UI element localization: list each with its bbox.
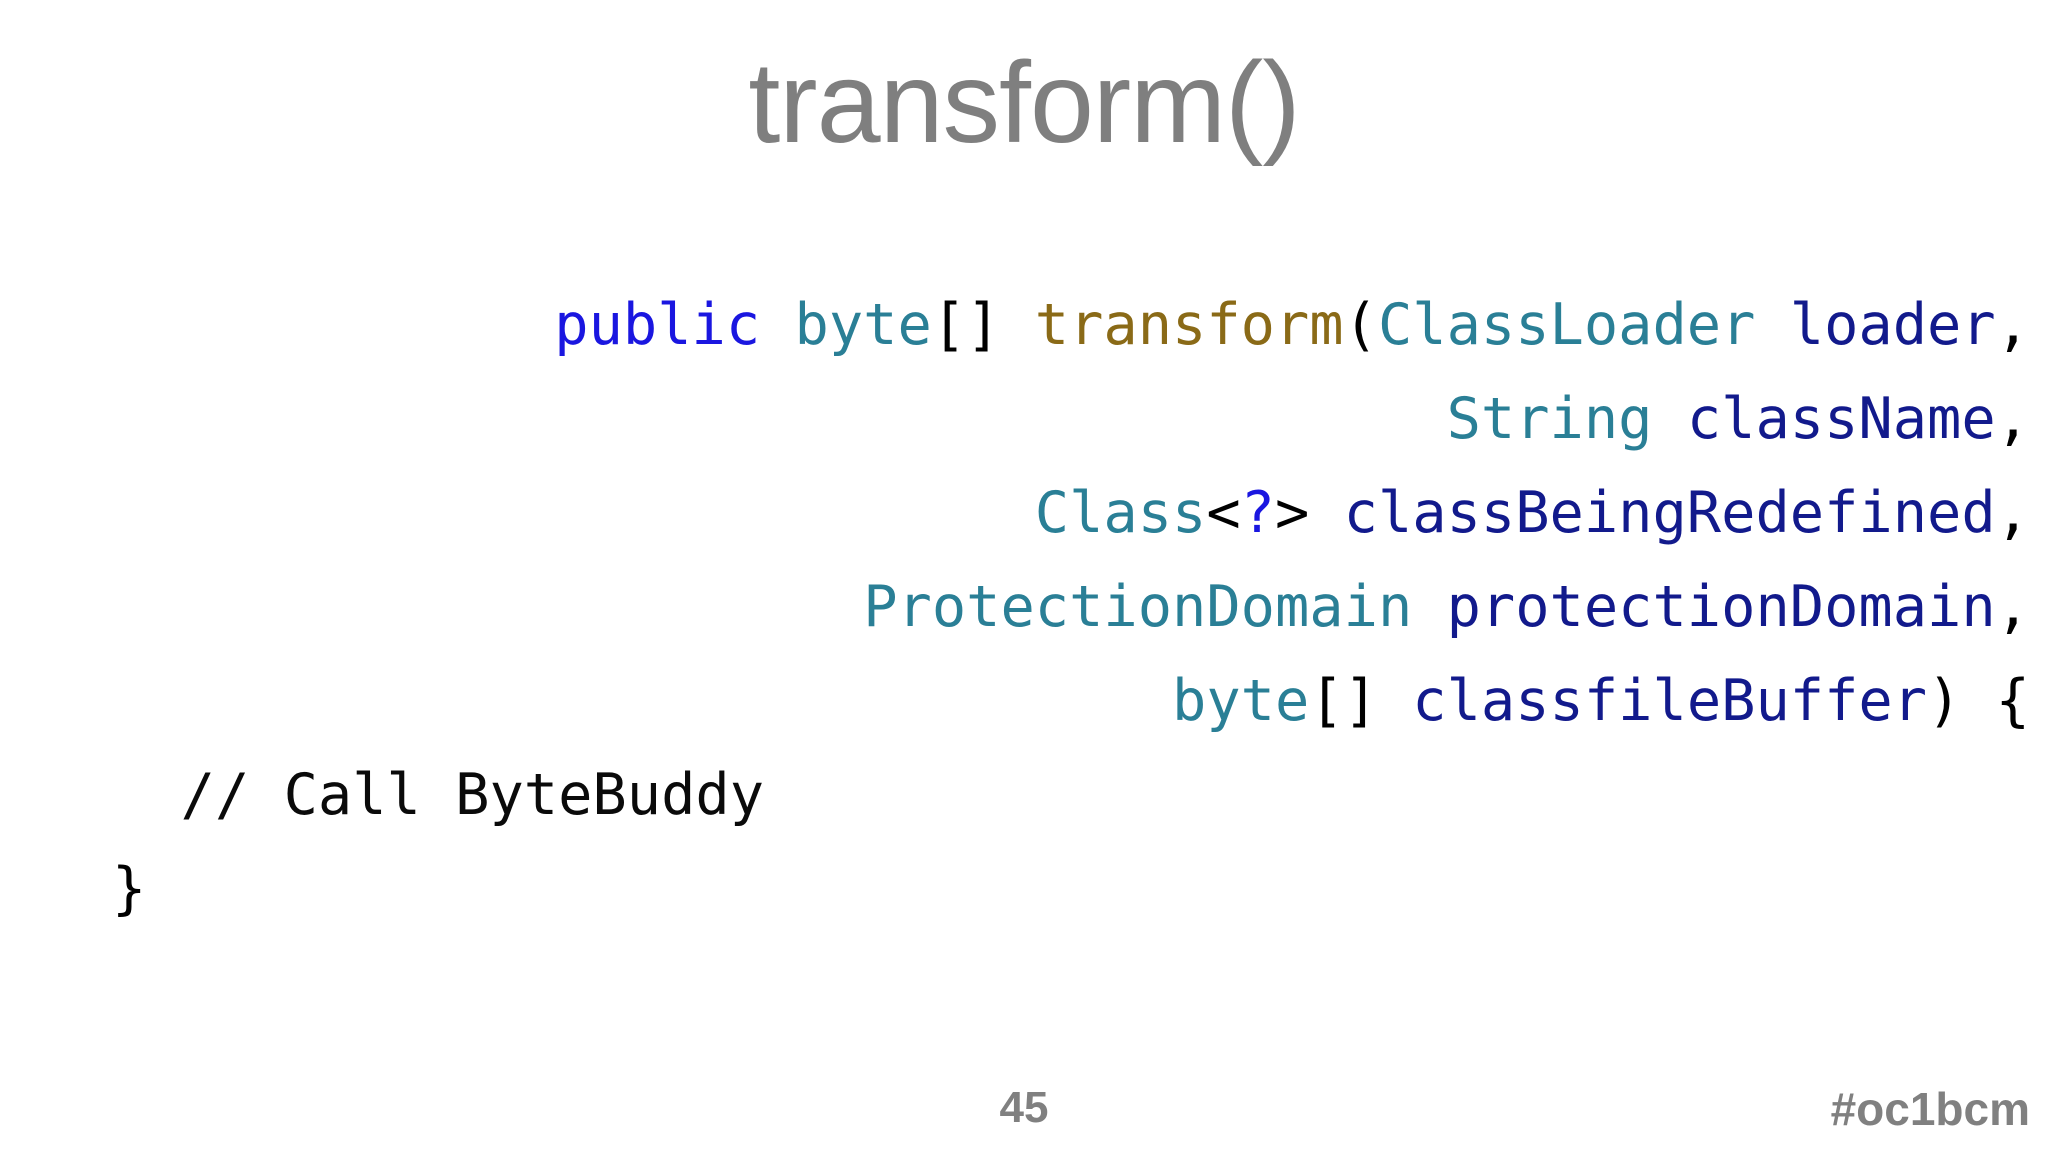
code-token-ident: classfileBuffer [1412, 668, 1928, 734]
code-token-comment: // Call ByteBuddy [112, 762, 765, 828]
page-title: transform() [748, 39, 1300, 167]
code-token-ident: className [1686, 386, 1996, 452]
code-line: Class<?> classBeingRedefined, [0, 466, 2048, 560]
code-token-wildcard: ? [1240, 480, 1275, 546]
code-token-punct: ) { [1927, 668, 2030, 734]
code-token-plain [1652, 386, 1686, 452]
code-token-punct: , [1995, 574, 2030, 640]
code-line: ProtectionDomain protectionDomain, [0, 560, 2048, 654]
code-token-type: ClassLoader [1377, 292, 1756, 358]
code-line: } [0, 842, 2048, 936]
code-line: public byte[] transform(ClassLoader load… [0, 278, 2048, 372]
code-token-punct: , [1995, 386, 2030, 452]
code-line: String className, [0, 372, 2048, 466]
code-token-method: transform [1034, 292, 1344, 358]
code-block: public byte[] transform(ClassLoader load… [0, 278, 2048, 936]
code-line: // Call ByteBuddy [0, 748, 2048, 842]
code-token-keyword: public [554, 292, 761, 358]
code-token-type: byte [794, 292, 932, 358]
code-token-ident: protectionDomain [1446, 574, 1996, 640]
code-token-ident: classBeingRedefined [1343, 480, 1996, 546]
code-token-type: byte [1172, 668, 1310, 734]
code-token-plain [760, 292, 794, 358]
code-token-type: ProtectionDomain [863, 574, 1413, 640]
footer-hashtag: #oc1bcm [1830, 1083, 2030, 1135]
code-token-type: Class [1034, 480, 1207, 546]
code-token-ident: loader [1789, 292, 1996, 358]
code-token-punct: > [1275, 480, 1344, 546]
code-token-plain [1755, 292, 1789, 358]
code-token-punct: [] [931, 292, 1035, 358]
code-token-punct: [] [1309, 668, 1413, 734]
code-token-punct: , [1995, 480, 2030, 546]
code-line: byte[] classfileBuffer) { [0, 654, 2048, 748]
footer-page-number: 45 [999, 1083, 1049, 1132]
code-token-punct: , [1995, 292, 2030, 358]
code-token-plain [1412, 574, 1446, 640]
code-token-punct: ( [1343, 292, 1378, 358]
code-token-punct: < [1206, 480, 1241, 546]
code-token-punct: } [112, 856, 147, 922]
code-token-type: String [1446, 386, 1653, 452]
